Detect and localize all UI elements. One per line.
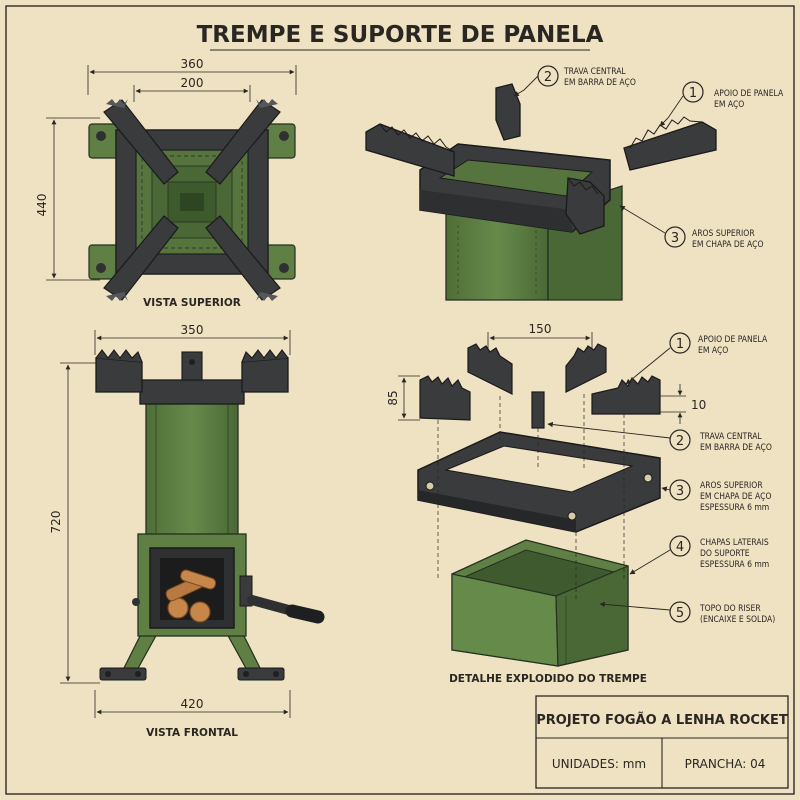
iso-callout-1-num: 1: [689, 86, 697, 101]
sheet-border: [5, 5, 795, 795]
iso-view: 2 TRAVA CENTRAL EM BARRA DE AÇO 1 APOIO …: [365, 65, 784, 301]
ex-callout-4-line1: CHAPAS LATERAIS: [700, 538, 769, 548]
iso-callout-1-line2: EM AÇO: [714, 100, 744, 110]
top-view-label: VISTA SUPERIOR: [143, 297, 241, 309]
ex-callout-2-num: 2: [676, 434, 684, 449]
ex-callout-3-line3: ESPESSURA 6 mm: [700, 503, 769, 513]
front-view-label: VISTA FRONTAL: [146, 727, 238, 739]
ex-callout-3-num: 3: [676, 484, 684, 499]
ex-callout-1-line2: EM AÇO: [698, 346, 728, 356]
top-dim-440: 440: [35, 194, 49, 217]
ex-callout-3-line1: AROS SUPERIOR: [700, 481, 763, 491]
drawing-title: TREMPE E SUPORTE DE PANELA: [197, 22, 604, 48]
exploded-dim-150: 150: [529, 322, 552, 336]
ex-callout-1-line1: APOIO DE PANELA: [698, 335, 768, 345]
ex-callout-5-line1: TOPO DO RISER: [699, 604, 761, 614]
top-view: 360 200 440: [35, 57, 297, 309]
project-name: PROJETO FOGÃO A LENHA ROCKET: [536, 712, 788, 728]
iso-callout-1-line1: APOIO DE PANELA: [714, 89, 784, 99]
ex-callout-5-line2: (ENCAIXE E SOLDA): [700, 615, 775, 625]
title-block: PROJETO FOGÃO A LENHA ROCKET UNIDADES: m…: [535, 695, 789, 789]
front-dim-720: 720: [49, 511, 63, 534]
ex-callout-3-line2: EM CHAPA DE AÇO: [700, 492, 772, 502]
exploded-dim-85: 85: [386, 390, 400, 405]
sheet-number: PRANCHA: 04: [685, 757, 766, 771]
exploded-view: 150 85 10: [386, 322, 775, 685]
ex-callout-4-line3: ESPESSURA 6 mm: [700, 560, 769, 570]
top-dim-360: 360: [181, 57, 204, 71]
iso-callout-3-line2: EM CHAPA DE AÇO: [692, 240, 764, 250]
ex-callout-5-num: 5: [676, 606, 684, 621]
ex-callout-4-line2: DO SUPORTE: [700, 549, 750, 559]
ex-callout-1-num: 1: [676, 337, 684, 352]
top-dim-200: 200: [181, 76, 204, 90]
iso-callout-2-num: 2: [544, 70, 552, 85]
front-dim-420: 420: [181, 697, 204, 711]
exploded-dim-10: 10: [691, 398, 706, 412]
iso-callout-2-line1: TRAVA CENTRAL: [563, 67, 626, 77]
ex-callout-2-line1: TRAVA CENTRAL: [699, 432, 762, 442]
front-dim-350: 350: [181, 323, 204, 337]
units-label: UNIDADES: mm: [552, 757, 646, 771]
iso-callout-3-num: 3: [671, 231, 679, 246]
ex-callout-2-line2: EM BARRA DE AÇO: [700, 443, 772, 453]
iso-callout-2-line2: EM BARRA DE AÇO: [564, 78, 636, 88]
exploded-callouts: 1 APOIO DE PANELA EM AÇO 2 TRAVA CENTRAL…: [547, 332, 775, 625]
iso-callout-3-line1: AROS SUPERIOR: [692, 229, 755, 239]
front-view: 350 720 420: [49, 323, 325, 739]
exploded-view-label: DETALHE EXPLODIDO DO TREMPE: [449, 673, 647, 685]
ex-callout-4-num: 4: [676, 540, 684, 555]
